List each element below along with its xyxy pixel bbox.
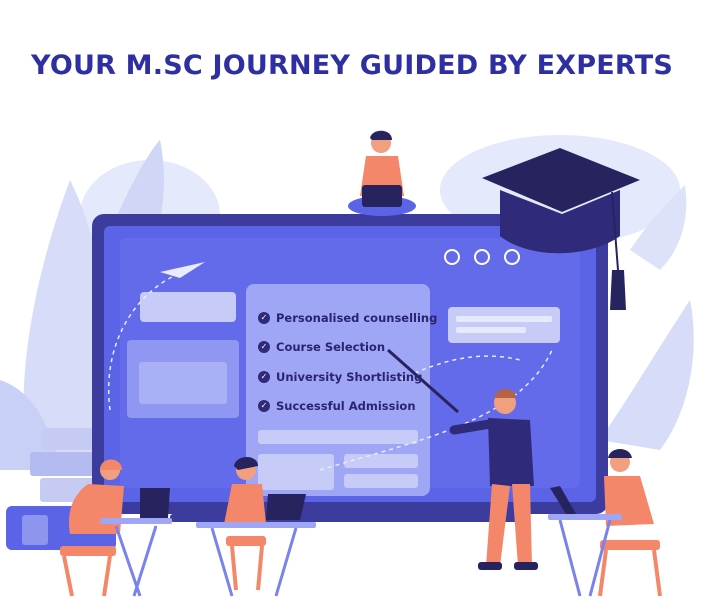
checklist-item-label: University Shortlisting [276, 369, 423, 384]
student-on-monitor [348, 130, 416, 216]
checklist-item: ✓ University Shortlisting [258, 362, 428, 392]
graduation-cap-icon [482, 148, 640, 310]
checklist-item-label: Personalised counselling [276, 310, 438, 325]
check-circle-icon: ✓ [258, 400, 270, 413]
checklist-item: ✓ Personalised counselling [258, 303, 437, 333]
headline: YOUR M.SC JOURNEY GUIDED BY EXPERTS [31, 50, 673, 81]
check-circle-icon: ✓ [258, 370, 270, 383]
checklist-item: ✓ Course Selection [258, 333, 428, 363]
student-middle [196, 457, 316, 597]
check-circle-icon: ✓ [258, 311, 270, 324]
checklist-item: ✓ Successful Admission [258, 392, 428, 422]
check-circle-icon: ✓ [258, 341, 270, 354]
teacher-figure [387, 348, 538, 570]
services-checklist: ✓ Personalised counselling ✓ Course Sele… [258, 303, 437, 422]
student-left [60, 459, 172, 597]
student-right [548, 449, 662, 597]
checklist-item-label: Course Selection [276, 340, 386, 355]
checklist-item-label: Successful Admission [276, 399, 416, 414]
